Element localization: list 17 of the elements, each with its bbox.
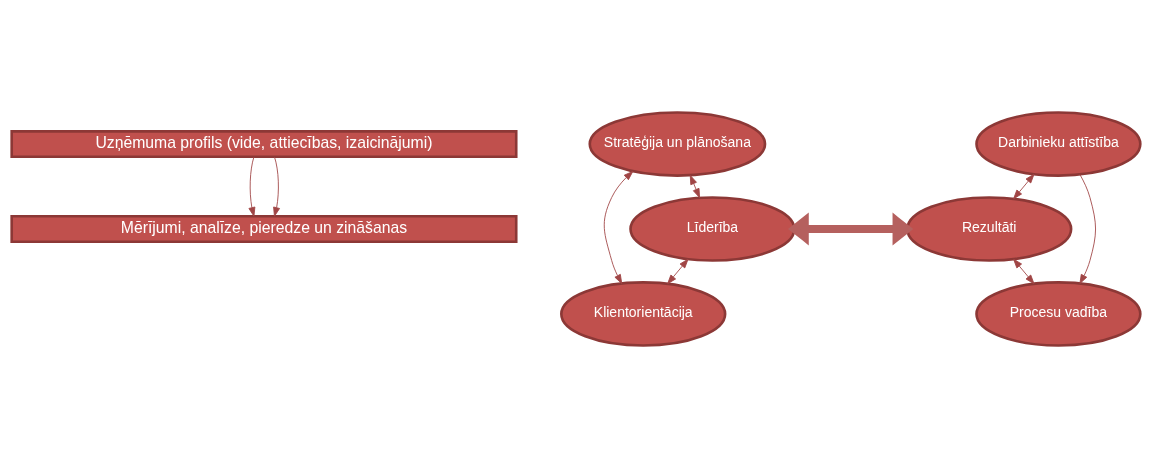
node-ellipse: Procesu vadība (975, 280, 1142, 347)
arrow (1013, 258, 1035, 284)
arrow (248, 155, 256, 217)
node-ellipse: Stratēģija un plānošana (588, 110, 767, 177)
arrow (1079, 173, 1096, 284)
node-ellipse: Darbinieku attīstība (975, 110, 1142, 177)
arrow (273, 155, 280, 217)
arrow (1013, 173, 1035, 199)
node-ellipse: Rezultāti (906, 195, 1073, 262)
node-ellipse: Klientorientācija (560, 280, 727, 347)
arrow (603, 170, 634, 284)
node-box: Mērījumi, analīze, pieredze un zināšanas (10, 214, 518, 243)
arrow (667, 258, 689, 284)
node-box: Uzņēmuma profils (vide, attiecības, izaicinājumi) (10, 129, 518, 158)
arrow (689, 174, 700, 198)
arrow (787, 212, 914, 245)
node-ellipse: Līderība (629, 195, 796, 262)
